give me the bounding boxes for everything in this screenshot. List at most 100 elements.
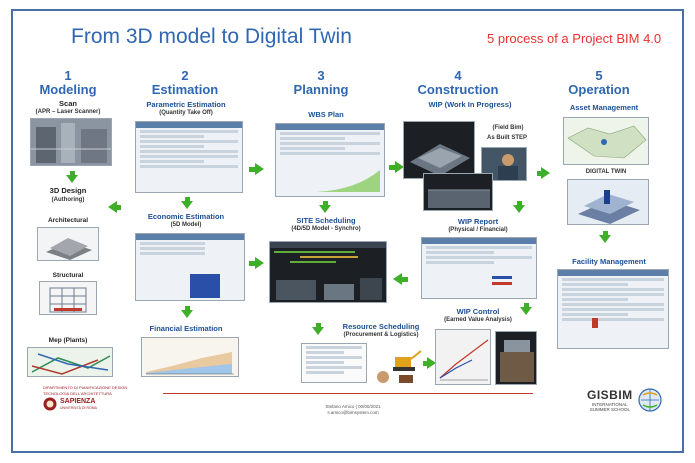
mep-image <box>27 347 113 377</box>
site-3d-illustration <box>276 278 382 300</box>
arrow-down-scan <box>66 171 78 183</box>
site-screenshot <box>269 241 387 303</box>
economic-sublabel: (5D Model) <box>170 222 202 228</box>
structure-frame-illustration <box>49 287 87 313</box>
stage-name: Modeling <box>39 82 97 97</box>
footer-email: s.amico@bimsystem.com <box>327 410 379 415</box>
economic-label: Economic Estimation <box>147 212 225 221</box>
stage-name: Construction <box>417 82 499 97</box>
structural-image <box>39 281 97 315</box>
sapienza-logo: SAPIENZA UNIVERSITÀ DI ROMA <box>43 397 97 411</box>
architectural-label: Architectural <box>47 217 89 224</box>
site-sublabel: (4D/5D Model - Synchro) <box>291 226 361 232</box>
sapienza-name: SAPIENZA <box>60 398 96 405</box>
as-built-label: As Built STEP <box>486 135 527 141</box>
structural-label: Structural <box>52 272 84 279</box>
report-label: WIP Report <box>457 217 499 226</box>
twin-building-illustration <box>578 190 640 224</box>
construction-photo-illustration <box>500 340 534 382</box>
department-logo: DIPARTIMENTO DI PIANIFICAZIONE DESIGN TE… <box>43 385 153 397</box>
control-label: WIP Control <box>456 307 500 316</box>
digital-twin-label: DIGITAL TWIN <box>585 169 627 175</box>
excavator-icon <box>377 350 422 383</box>
wip-3d-illustration <box>410 144 470 176</box>
arrow-down-site <box>312 323 324 335</box>
arrow-left-design <box>108 201 121 213</box>
sapienza-seal-icon <box>43 397 57 411</box>
scan-label: Scan <box>59 99 77 108</box>
point-cloud-illustration <box>31 119 111 165</box>
design-sublabel: (Authoring) <box>51 197 85 203</box>
stage-number: 3 <box>317 68 325 83</box>
slide: From 3D model to Digital Twin 5 process … <box>11 9 684 453</box>
mep-label: Mep (Plants) <box>48 337 88 344</box>
arrow-down-wip <box>513 201 525 213</box>
financial-label: Financial Estimation <box>149 324 223 333</box>
resource-sublabel: (Procurement & Logistics) <box>343 332 419 338</box>
arrow-down-parametric <box>181 197 193 209</box>
asset-label: Asset Management <box>569 103 639 112</box>
stage-estimation: 2 Estimation <box>145 69 225 97</box>
control-photo <box>495 331 537 385</box>
department-name: DIPARTIMENTO DI PIANIFICAZIONE DESIGN TE… <box>43 385 128 396</box>
resource-table <box>301 343 367 383</box>
arrow-right-economic <box>249 257 264 269</box>
stage-planning: 3 Planning <box>281 69 361 97</box>
report-sublabel: (Physical / Financial) <box>448 227 508 233</box>
stage-construction: 4 Construction <box>413 69 503 97</box>
building-illustration <box>46 238 92 260</box>
financial-chart-illustration <box>146 352 234 375</box>
gisbim-name: GISBIM <box>587 388 633 402</box>
gisbim-globe-icon <box>638 388 662 412</box>
stage-operation: 5 Operation <box>559 69 639 97</box>
stage-number: 5 <box>595 68 603 83</box>
wip-label: WIP (Work In Progress) <box>428 100 512 109</box>
wip-3d-view <box>403 121 475 179</box>
slide-title: From 3D model to Digital Twin <box>71 25 352 48</box>
footer-divider <box>163 393 533 394</box>
scan-image <box>30 118 112 166</box>
parametric-screenshot <box>135 121 243 193</box>
asset-map <box>563 117 649 165</box>
footer-credit: Stefano Amico | 00/00/2021 s.amico@bimsy… <box>298 404 408 416</box>
wbs-label: WBS Plan <box>308 110 344 119</box>
design-label: 3D Design <box>49 186 87 195</box>
arrow-right-resource <box>423 357 436 369</box>
stage-name: Planning <box>293 82 349 97</box>
gisbim-logo: GISBIM INTERNATIONAL SUMMER SCHOOL <box>587 387 663 413</box>
site-label: SITE Scheduling <box>296 216 356 225</box>
facility-screenshot <box>557 269 669 349</box>
arrow-right-estimation <box>249 163 264 175</box>
arrow-right-construction <box>537 167 550 179</box>
resource-label: Resource Scheduling <box>342 322 420 331</box>
gisbim-sub1: INTERNATIONAL <box>592 402 628 407</box>
arrow-right-planning <box>389 161 404 173</box>
wip-site-photo <box>423 173 493 211</box>
slide-subtitle: 5 process of a Project BIM 4.0 <box>487 31 662 46</box>
control-sublabel: (Earned Value Analysis) <box>444 317 512 323</box>
site-photo-illustration <box>428 189 490 208</box>
stage-number: 4 <box>454 68 462 83</box>
arrow-left-report <box>393 273 408 285</box>
stage-number: 1 <box>64 68 72 83</box>
scan-sublabel: (APR – Laser Scanner) <box>35 109 101 115</box>
economic-screenshot <box>135 233 245 301</box>
map-illustration <box>567 125 647 159</box>
arrow-down-report <box>520 303 532 315</box>
sapienza-subtitle: UNIVERSITÀ DI ROMA <box>60 406 97 410</box>
wbs-curve-illustration <box>316 170 380 192</box>
arrow-down-wbs <box>319 201 331 213</box>
parametric-label: Parametric Estimation <box>146 100 226 109</box>
stage-name: Estimation <box>151 82 219 97</box>
digital-twin-model <box>567 179 649 225</box>
arrow-down-twin <box>599 231 611 243</box>
logistics-icons <box>373 347 425 385</box>
field-bim-label: (Field Bim) <box>492 125 524 131</box>
arrow-down-economic <box>181 306 193 318</box>
gisbim-sub2: SUMMER SCHOOL <box>589 407 630 412</box>
footer-author: Stefano Amico | 00/00/2021 <box>325 404 381 409</box>
architectural-image <box>37 227 99 261</box>
pipes-illustration <box>31 353 111 375</box>
worker-photo-illustration <box>498 154 518 180</box>
stage-number: 2 <box>181 68 189 83</box>
